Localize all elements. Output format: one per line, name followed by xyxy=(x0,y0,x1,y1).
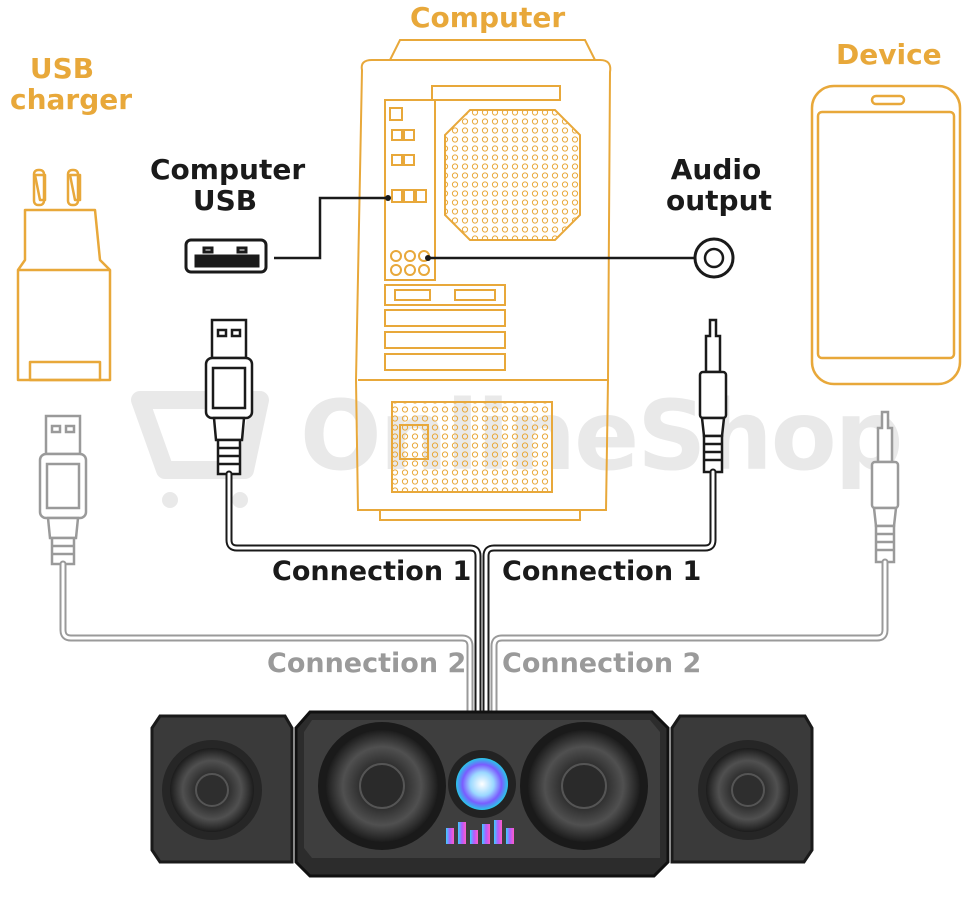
audio-plug-icon xyxy=(698,318,728,474)
connection2-right-label: Connection 2 xyxy=(502,648,702,679)
device-label: Device xyxy=(836,38,942,71)
usb-charger-label: USB charger xyxy=(10,52,133,116)
usb-plug-icon xyxy=(38,414,88,566)
speaker-set-icon xyxy=(150,710,814,878)
audio-jack-icon xyxy=(693,237,735,279)
connection1-left-label: Connection 1 xyxy=(272,556,472,587)
usb-plug-icon xyxy=(204,318,254,476)
connection1-right-label: Connection 1 xyxy=(502,556,702,587)
computer-usb-label: Computer USB xyxy=(150,153,306,217)
audio-output-label: Audio output xyxy=(666,153,772,217)
audio-plug-icon xyxy=(870,410,900,564)
computer-tower-icon xyxy=(354,39,612,521)
computer-label: Computer xyxy=(410,1,566,34)
usb-port-icon xyxy=(184,238,268,274)
connection2-left-label: Connection 2 xyxy=(267,648,467,679)
smartphone-icon xyxy=(810,84,962,386)
usb-charger-icon xyxy=(16,168,112,382)
